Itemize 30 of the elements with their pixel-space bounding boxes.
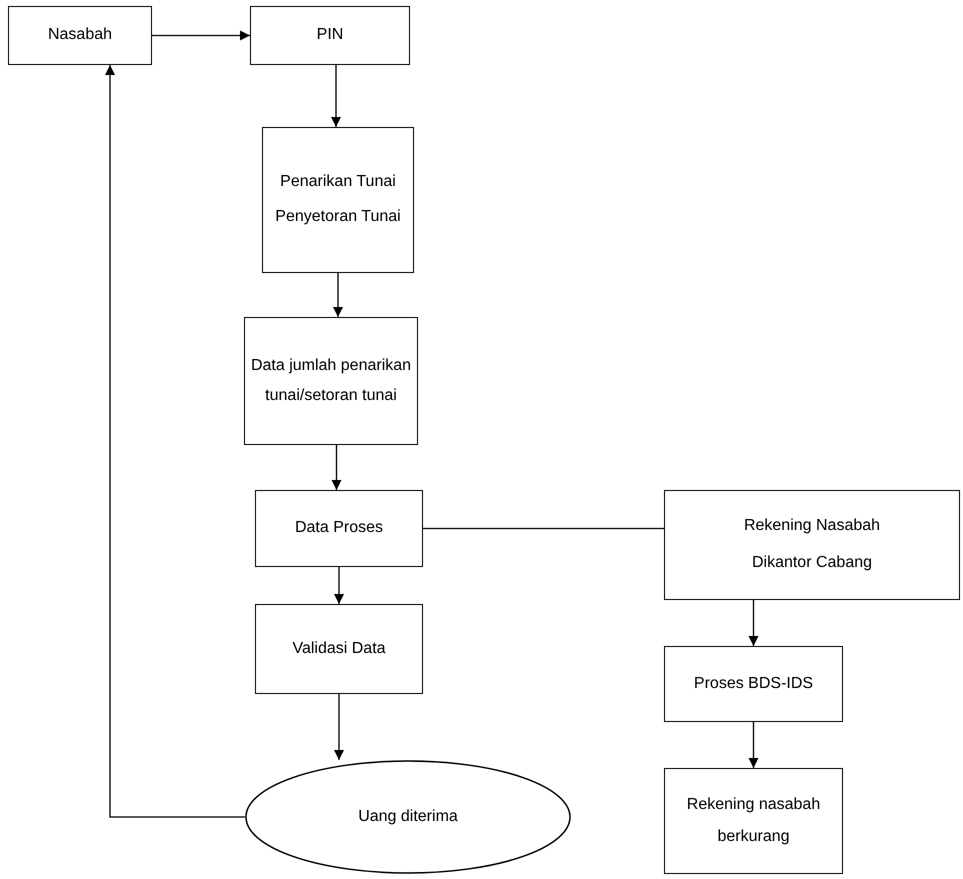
node-label: Validasi Data [292,638,386,659]
arrow [748,600,758,646]
node-label: PIN [316,25,344,46]
process-box [250,6,410,65]
arrow [333,273,343,317]
node-label: Uang diterima [358,806,458,827]
process-box [664,646,843,722]
node-label: Rekening nasabah berkurang [686,795,822,847]
node-label: Rekening Nasabah Dikantor Cabang [742,516,882,573]
arrow [105,65,245,818]
node-label: Nasabah [48,25,112,46]
process-box [255,490,423,567]
node-label: Proses BDS-IDS [694,674,814,694]
arrow [334,567,344,604]
process-box [8,6,152,65]
arrow [331,65,341,127]
node-label: Data jumlah penarikan tunai/setoran tunai [250,356,412,406]
terminal-ellipse [245,760,571,874]
arrow [152,30,250,40]
arrow [334,694,344,760]
process-box [255,604,423,694]
node-label: Data Proses [294,518,384,538]
arrow [748,722,758,768]
node-label: Penyetoran Tunai [275,207,401,227]
process-box [244,317,418,445]
arrow [332,445,342,490]
process-box [664,490,960,600]
node-label: Penarikan Tunai [280,172,396,192]
process-box [262,127,414,273]
process-box [664,768,843,874]
